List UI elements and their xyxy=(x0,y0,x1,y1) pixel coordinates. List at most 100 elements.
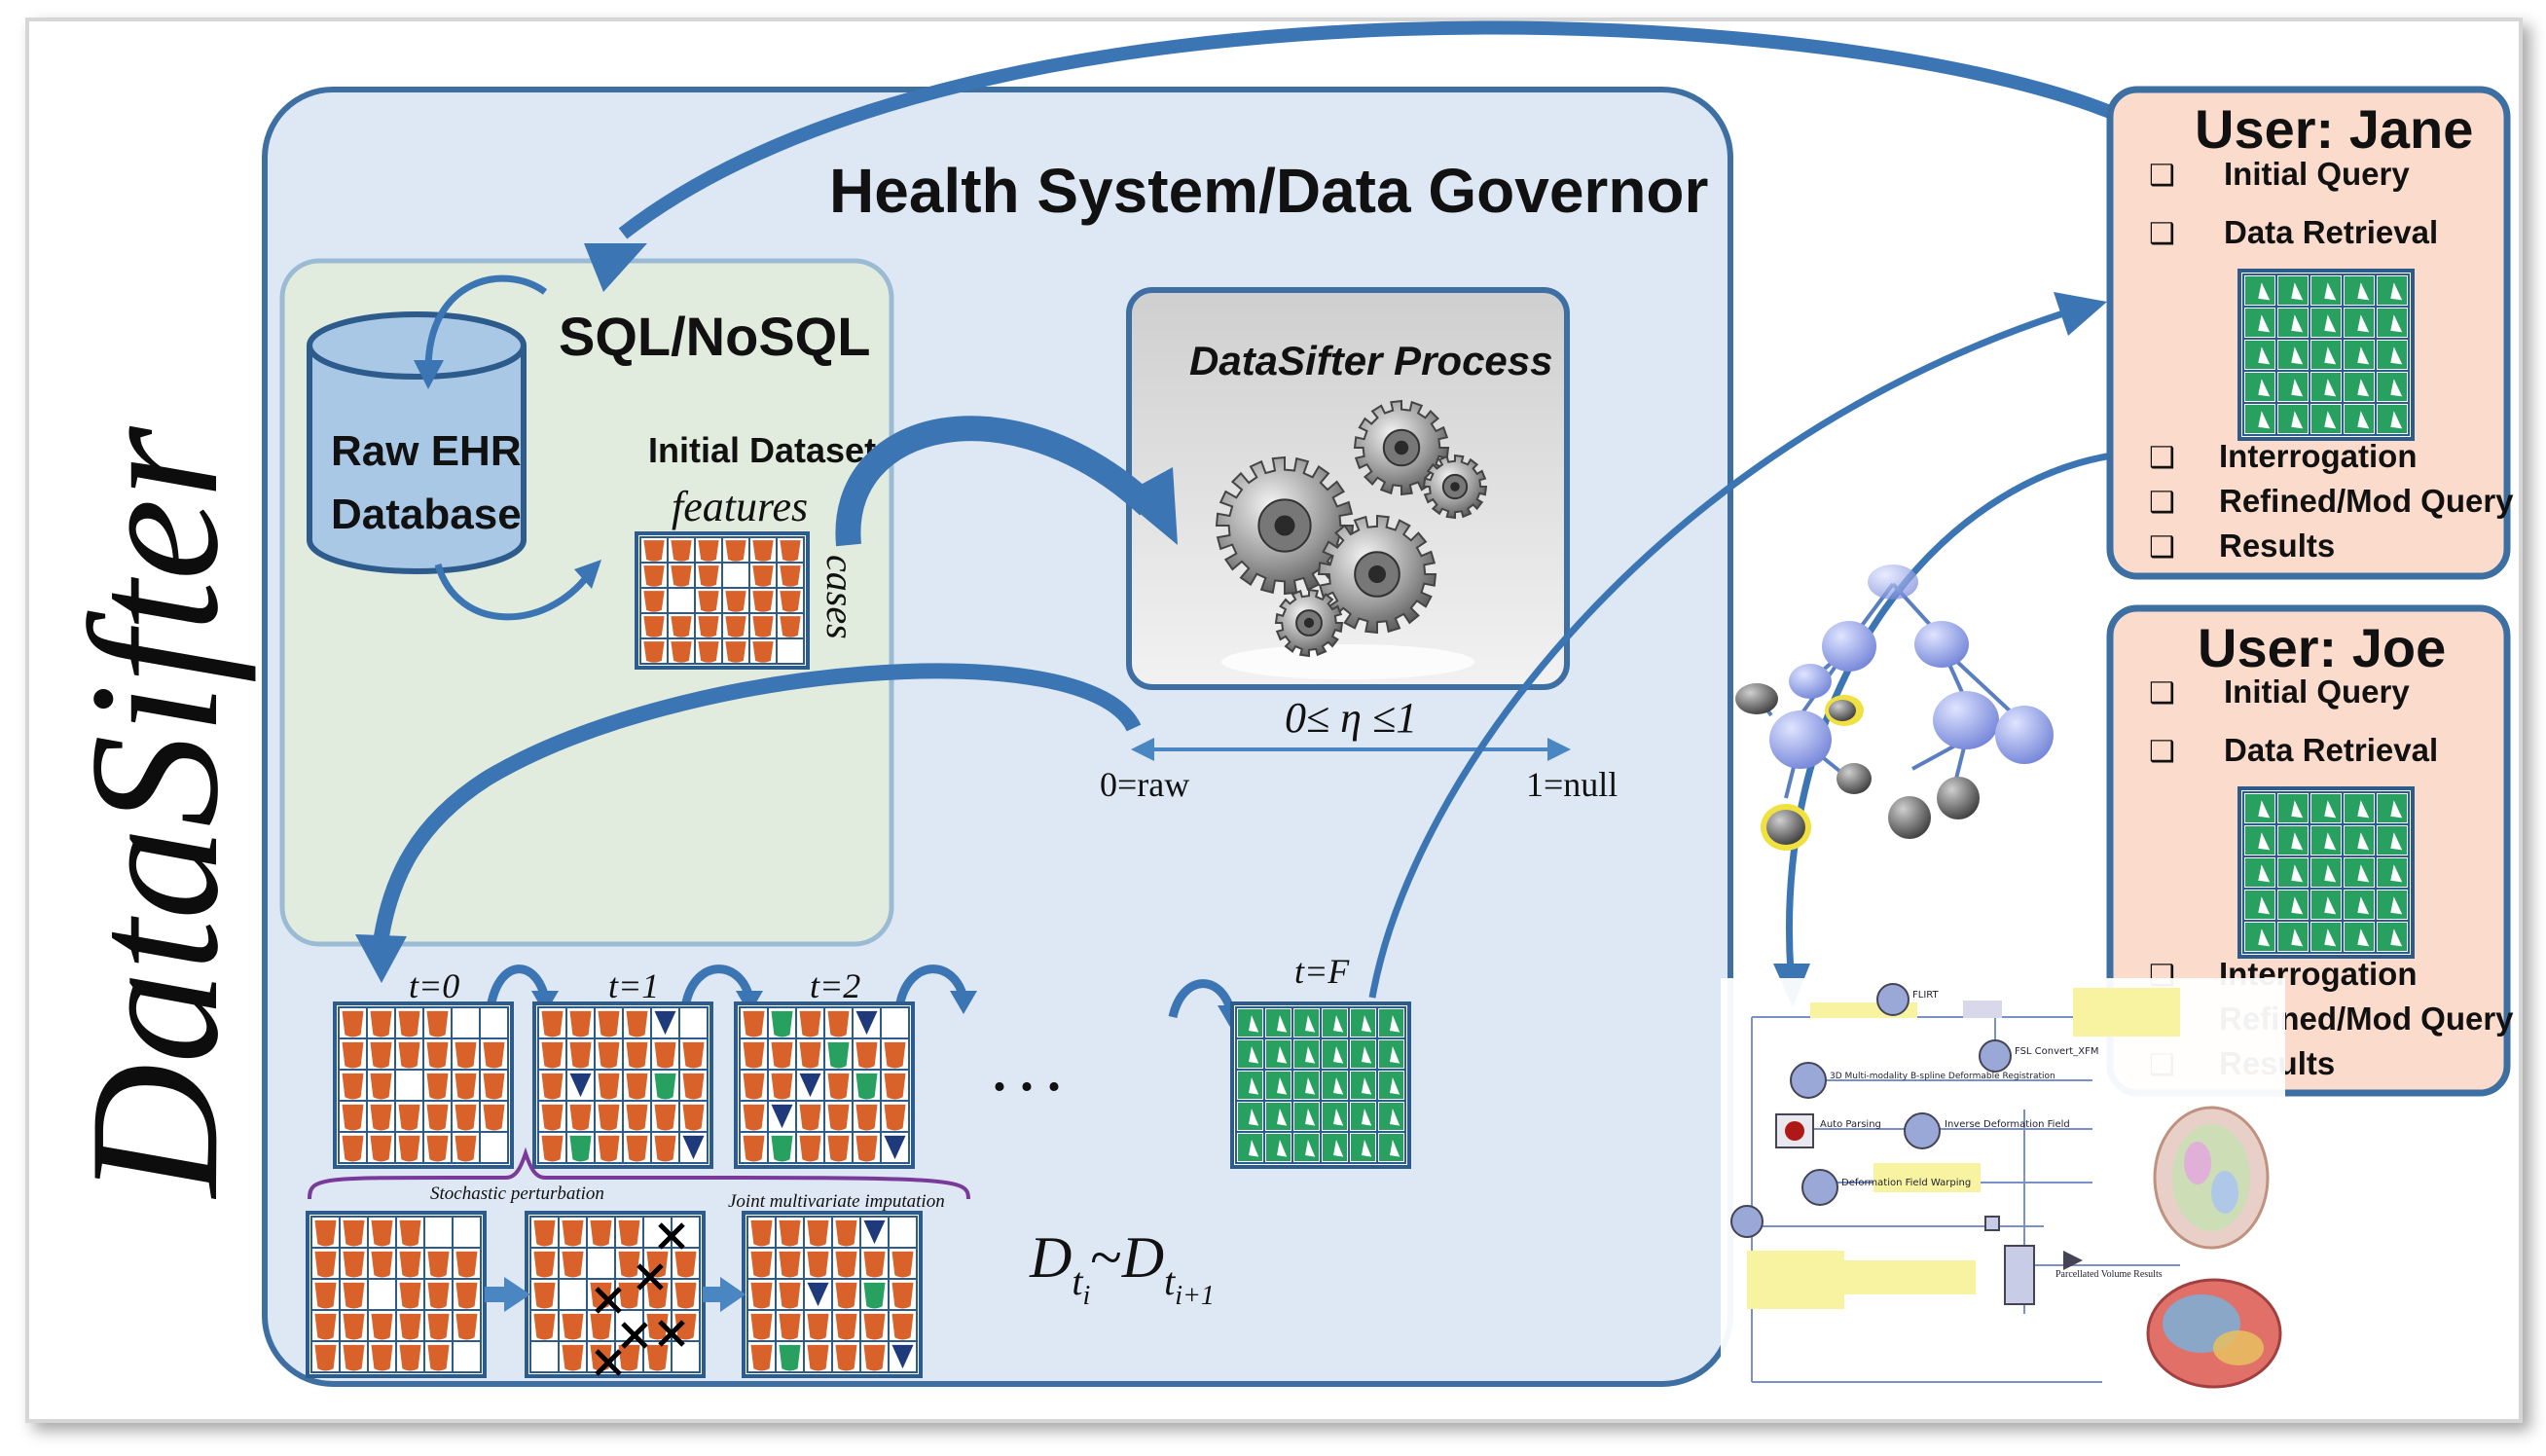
cell-mark xyxy=(1362,1140,1372,1157)
cell-mark xyxy=(771,1010,793,1037)
cell-mark xyxy=(674,1251,697,1278)
cell-mark xyxy=(1305,1046,1316,1064)
cell-mark xyxy=(779,1344,801,1371)
cell-mark xyxy=(682,1104,705,1131)
checkbox-icon[interactable]: ❑ xyxy=(2149,486,2175,520)
eta-arrow-right xyxy=(1547,738,1571,761)
cell-mark xyxy=(342,1135,364,1162)
cell-mark xyxy=(1249,1140,1259,1157)
loop-arrow xyxy=(681,965,754,1004)
cell-mark xyxy=(598,1135,620,1162)
cell-mark xyxy=(398,1010,420,1037)
cell-mark xyxy=(569,1073,592,1098)
cell-mark xyxy=(2324,832,2337,851)
cell-mark xyxy=(598,1073,620,1100)
cell-mark xyxy=(771,1104,793,1129)
checkbox-icon[interactable]: ❑ xyxy=(2149,735,2175,769)
cell-mark xyxy=(1249,1109,1259,1126)
cell-mark xyxy=(533,1251,556,1278)
grid-cell xyxy=(721,562,750,589)
database-label-line2: Database xyxy=(331,491,522,538)
cell-mark xyxy=(855,1010,878,1036)
grid-imputed xyxy=(742,1211,923,1378)
cell-mark xyxy=(398,1135,420,1162)
cell-mark xyxy=(863,1251,886,1278)
db-loop-arrowhead-bottom xyxy=(574,560,601,589)
cell-mark xyxy=(2357,314,2370,333)
cell-mark xyxy=(2291,282,2304,301)
cell-mark xyxy=(455,1135,477,1162)
cell-mark xyxy=(1362,1109,1372,1126)
checkbox-icon[interactable]: ❑ xyxy=(2149,217,2175,251)
cell-mark xyxy=(562,1219,584,1247)
cell-mark xyxy=(1333,1077,1344,1095)
cell-mark xyxy=(750,1313,773,1340)
cell-mark xyxy=(562,1251,584,1278)
pipeline-flirt-text: FLIRT xyxy=(1912,990,1939,1001)
grid-tF xyxy=(1230,1001,1411,1169)
cell-mark xyxy=(598,1041,620,1069)
cell-mark xyxy=(2390,896,2403,915)
checkbox-icon[interactable]: ❑ xyxy=(2149,530,2175,564)
cell-mark xyxy=(370,1010,392,1037)
cell-mark xyxy=(807,1313,829,1340)
cell-mark xyxy=(562,1313,584,1340)
cell-mark xyxy=(654,1073,676,1100)
cell-mark xyxy=(2357,832,2370,851)
pipeline-inverse-text: Inverse Deformation Field xyxy=(1945,1119,2070,1130)
cell-mark xyxy=(1305,1140,1316,1157)
cell-mark xyxy=(2324,864,2337,883)
checkbox-icon[interactable]: ❑ xyxy=(2149,159,2175,193)
cell-mark xyxy=(541,1010,564,1037)
checkbox-icon[interactable]: ❑ xyxy=(2149,441,2175,475)
cell-mark xyxy=(590,1313,612,1340)
cell-mark xyxy=(618,1282,640,1309)
cell-mark xyxy=(771,1041,793,1069)
cell-mark xyxy=(1362,1046,1372,1064)
cell-mark xyxy=(863,1219,886,1245)
loop-arrow xyxy=(895,965,968,1004)
cell-mark xyxy=(2258,314,2271,333)
cell-mark xyxy=(342,1041,364,1069)
cell-mark xyxy=(750,1219,773,1247)
cell-mark xyxy=(855,1104,878,1131)
cell-mark xyxy=(799,1010,821,1037)
cell-mark xyxy=(698,565,719,587)
cell-mark xyxy=(618,1251,640,1278)
cell-mark xyxy=(1305,1109,1316,1126)
cell-mark xyxy=(698,616,719,637)
gear-icon xyxy=(1353,399,1450,496)
checklist-item-label: Results xyxy=(2219,528,2335,564)
checkbox-icon[interactable]: ❑ xyxy=(2149,676,2175,710)
cell-mark xyxy=(1390,1109,1400,1126)
cell-mark xyxy=(1277,1077,1288,1095)
checklist-item-label: Data Retrieval xyxy=(2224,732,2438,768)
cell-mark xyxy=(399,1251,421,1278)
cell-mark xyxy=(483,1073,505,1100)
grid-cell xyxy=(479,1131,509,1164)
cell-mark xyxy=(771,1135,793,1162)
arrow-process-to-t0 xyxy=(372,663,1142,951)
cell-mark xyxy=(771,1073,793,1100)
mask-cross xyxy=(595,1349,622,1376)
cell-mark xyxy=(780,565,801,587)
grid-cell xyxy=(678,1006,709,1039)
initial-dataset-grid xyxy=(635,531,810,670)
cell-mark xyxy=(455,1104,477,1131)
cell-mark xyxy=(807,1219,829,1247)
database-label-line1: Raw EHR xyxy=(331,427,522,475)
cell-mark xyxy=(399,1282,421,1309)
cell-mark xyxy=(1277,1015,1288,1033)
checklist-item-label: Interrogation xyxy=(2219,438,2418,474)
cell-mark xyxy=(426,1135,449,1162)
arrow-jane-to-pipeline xyxy=(1786,449,2137,974)
grid-cell xyxy=(586,1247,616,1280)
grid-cell xyxy=(667,587,696,614)
grid-perturb-masked xyxy=(525,1211,706,1378)
cell-mark xyxy=(1277,1109,1288,1126)
cell-mark xyxy=(343,1313,365,1340)
cell-mark xyxy=(674,1282,697,1309)
cell-mark xyxy=(483,1041,505,1069)
grid-cell xyxy=(529,1340,560,1373)
cell-mark xyxy=(1249,1077,1259,1095)
